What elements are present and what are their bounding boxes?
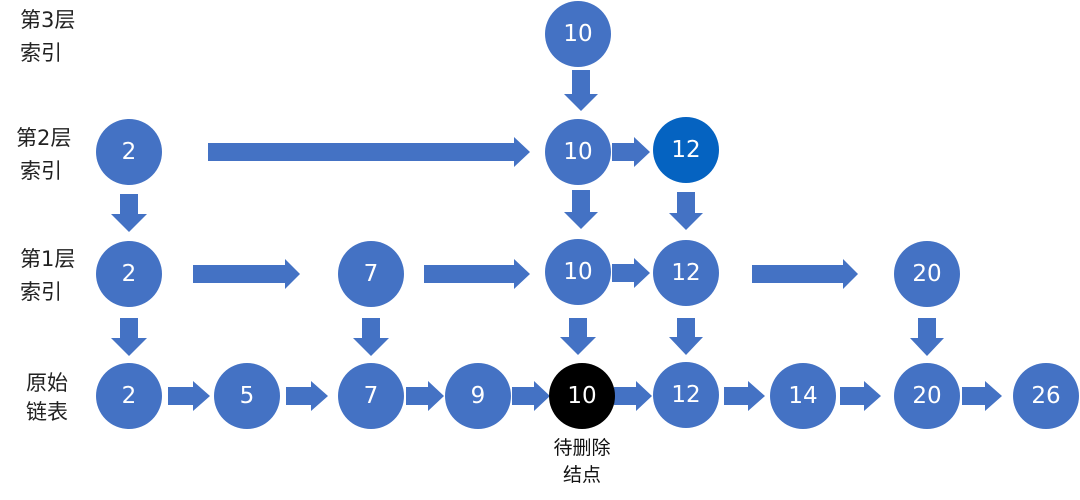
horizontal-arrows (168, 137, 1002, 411)
arrow-down (353, 318, 389, 356)
arrow-right (614, 381, 652, 411)
arrow-right (424, 259, 530, 289)
node-label: 20 (912, 383, 941, 409)
arrow-down (669, 192, 703, 230)
node-label: 9 (471, 383, 486, 409)
node-circle (894, 241, 960, 307)
node-circle (894, 363, 960, 429)
node-circle (445, 363, 511, 429)
row-label-level2-line2: 索引 (20, 159, 62, 183)
node-label: 7 (364, 261, 379, 287)
arrow-down (910, 318, 944, 356)
node-label: 7 (364, 383, 379, 409)
arrow-right (286, 381, 328, 411)
node-label: 10 (563, 259, 592, 285)
arrow-right (168, 381, 210, 411)
node-label: 12 (671, 137, 700, 163)
arrow-right (962, 381, 1002, 411)
level-2-nodes: 2 10 12 (96, 117, 719, 185)
delete-note: 待删除 结点 (553, 437, 610, 486)
node-label: 12 (671, 260, 700, 286)
row-label-base-line2: 链表 (26, 400, 68, 424)
base-list-nodes: 2 5 7 9 10 12 14 20 26 (96, 362, 1079, 429)
node-circle (545, 119, 611, 185)
row-label-level1-line1: 第1层 (20, 247, 75, 271)
arrow-right (840, 381, 881, 411)
arrow-down (111, 194, 147, 232)
arrow-right (512, 381, 550, 411)
arrow-right (724, 381, 765, 411)
node-circle-deleted (549, 363, 615, 429)
row-label-base-line1: 原始 (26, 371, 68, 395)
node-label-deleted: 10 (567, 383, 596, 409)
node-label: 20 (912, 261, 941, 287)
node-label: 14 (788, 383, 817, 409)
arrow-right (406, 381, 444, 411)
level-3-nodes: 10 (545, 1, 611, 67)
arrow-right (612, 137, 650, 167)
node-label: 10 (563, 21, 592, 47)
arrow-down (669, 318, 703, 355)
arrow-right (612, 258, 650, 288)
node-circle (96, 241, 162, 307)
arrow-right (193, 259, 300, 289)
row-label-level1-line2: 索引 (20, 280, 62, 304)
node-label: 2 (122, 383, 137, 409)
arrow-down (560, 318, 596, 355)
level-1-nodes: 2 7 10 12 20 (96, 239, 960, 307)
node-label: 12 (671, 382, 700, 408)
row-label-level3-line1: 第3层 (20, 8, 75, 32)
node-circle (653, 240, 719, 306)
node-circle (214, 363, 280, 429)
node-circle (338, 241, 404, 307)
delete-note-line2: 结点 (563, 464, 601, 486)
node-circle (653, 362, 719, 428)
arrow-right (208, 137, 530, 167)
node-circle (1013, 363, 1079, 429)
row-labels: 第3层 索引 第2层 索引 第1层 索引 原始 链表 (16, 8, 75, 424)
node-label: 2 (122, 139, 137, 165)
node-label: 10 (563, 139, 592, 165)
vertical-arrows (111, 70, 944, 356)
node-circle (653, 117, 719, 183)
row-label-level2-line1: 第2层 (16, 126, 71, 150)
node-circle (96, 119, 162, 185)
arrow-down (564, 190, 598, 229)
arrow-down (564, 70, 598, 111)
arrow-right (752, 259, 858, 289)
delete-note-line1: 待删除 (553, 437, 610, 459)
node-circle (96, 363, 162, 429)
node-label: 5 (240, 383, 255, 409)
node-circle (338, 363, 404, 429)
arrow-down (111, 318, 147, 356)
node-label: 2 (122, 261, 137, 287)
node-circle (545, 1, 611, 67)
node-circle (770, 363, 836, 429)
row-label-level3-line2: 索引 (20, 41, 62, 65)
node-label: 26 (1031, 383, 1060, 409)
node-circle (545, 239, 611, 305)
